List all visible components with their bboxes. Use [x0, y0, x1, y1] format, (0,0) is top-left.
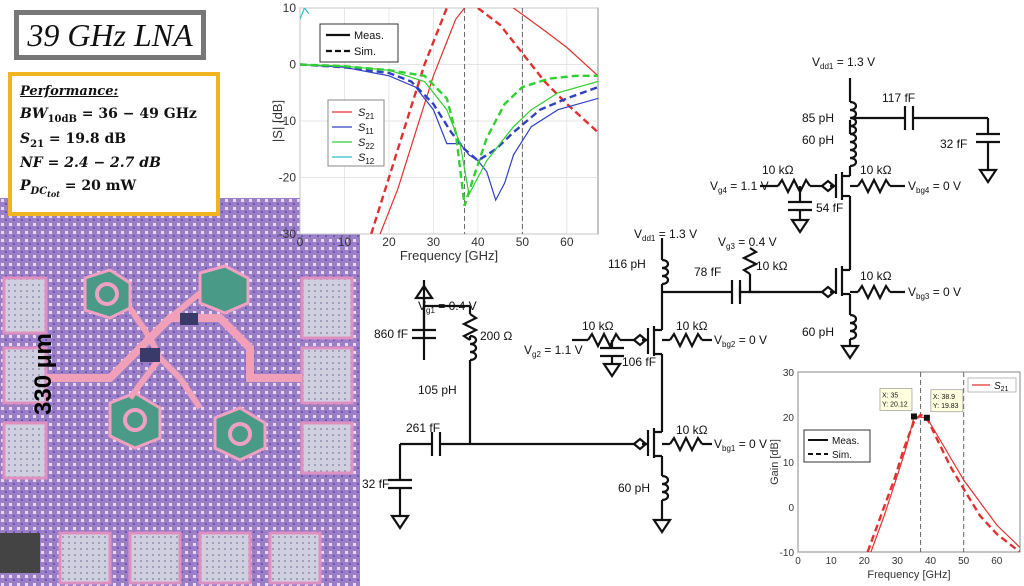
- series-s21-meas: [379, 8, 598, 234]
- label-vg4: Vg4 = 1.1 V: [710, 179, 769, 195]
- data-tip-x: X: 38.9: [933, 394, 955, 401]
- label-vdd1-top: Vdd1 = 1.3 V: [812, 55, 875, 71]
- x-tick-label: 10: [338, 235, 352, 249]
- legend-sim-label: Sim.: [832, 450, 852, 461]
- y-tick-label: 20: [783, 413, 795, 424]
- x-axis-label: Frequency [GHz]: [400, 248, 498, 263]
- label-c-78: 78 fF: [694, 265, 721, 279]
- x-tick-label: 0: [795, 556, 801, 567]
- label-vbg4: Vbg4 = 0 V: [908, 179, 961, 195]
- y-tick-label: 30: [783, 368, 795, 379]
- x-tick-label: 30: [892, 556, 904, 567]
- legend-meas-label: Meas.: [832, 436, 859, 447]
- y-tick-label: -10: [279, 114, 297, 128]
- series-s12-meas: [300, 8, 310, 20]
- label-l-116: 116 pH: [608, 257, 646, 271]
- series-s11-sim: [300, 63, 598, 163]
- data-tip-marker: [910, 413, 917, 420]
- label-l-60c: 60 pH: [618, 481, 650, 495]
- x-axis-label: Frequency [GHz]: [867, 569, 950, 581]
- data-tip-y: Y: 20.12: [882, 401, 908, 408]
- y-tick-label: 0: [788, 503, 794, 514]
- perf-gain: S21 = 19.8 dB: [20, 130, 127, 150]
- y-tick-label: 10: [283, 1, 297, 15]
- data-tip-y: Y: 19.83: [933, 403, 959, 410]
- legend-meas-label: Meas.: [354, 30, 384, 42]
- x-tick-label: 20: [382, 235, 396, 249]
- series-s21-sim: [370, 8, 448, 234]
- label-vg1: Vg1 = 0.4 V: [418, 299, 477, 315]
- style-legend: [319, 23, 399, 63]
- y-axis-label: Gain [dB]: [770, 439, 781, 485]
- chip-die-photo: [0, 198, 360, 586]
- label-c-117: 117 fF: [882, 91, 915, 105]
- data-tip-box: [879, 388, 913, 411]
- label-r-200: 200 Ω: [480, 329, 512, 343]
- x-tick-label: 40: [925, 556, 937, 567]
- lna-schematic: Vdd1 = 1.3 V 85 pH 117 fF 32 fF 60 pH 10…: [362, 55, 1000, 534]
- label-c-106: 106 fF: [622, 355, 656, 369]
- y-tick-label: 0: [289, 58, 296, 72]
- performance-heading: Performance:: [20, 84, 119, 99]
- label-r-10k-g2: 10 kΩ: [582, 319, 614, 333]
- y-tick-label: -30: [279, 227, 297, 241]
- label-c-261: 261 fF: [406, 421, 440, 435]
- x-tick-label: 60: [991, 556, 1003, 567]
- series-legend: [967, 377, 1017, 393]
- label-c-860: 860 fF: [374, 327, 408, 341]
- series-legend: [327, 99, 385, 167]
- label-r-10k-bg3: 10 kΩ: [860, 269, 892, 283]
- performance-box: Performance: BW10dB = 36 − 49 GHz S21 = …: [8, 72, 220, 216]
- label-vg3: Vg3 = 0.4 V: [718, 235, 777, 251]
- label-l-60b: 60 pH: [802, 325, 834, 339]
- data-tip-box: [930, 389, 964, 413]
- perf-bandwidth: BW10dB = 36 − 49 GHz: [20, 105, 197, 125]
- die-layout-image: [0, 198, 360, 586]
- label-r-10k-g4: 10 kΩ: [762, 163, 794, 177]
- x-tick-label: 40: [471, 235, 485, 249]
- label-vbg1: Vbg1 = 0 V: [714, 437, 767, 453]
- label-vbg3: Vbg3 = 0 V: [908, 285, 961, 301]
- data-tip-marker: [923, 414, 930, 421]
- label-vg2: Vg2 = 1.1 V: [524, 343, 583, 359]
- label-c-32b: 32 fF: [362, 477, 389, 491]
- title-text: 39 GHz LNA: [27, 16, 193, 53]
- perf-noise-figure: NF = 2.4 − 2.7 dB: [20, 155, 161, 172]
- series-s22-meas: [300, 63, 598, 197]
- y-axis-label: |S| [dB]: [270, 100, 285, 142]
- x-tick-label: 10: [826, 556, 838, 567]
- x-tick-label: 20: [859, 556, 871, 567]
- series-s21-sim: [477, 8, 598, 134]
- label-r-10k-bg2: 10 kΩ: [676, 319, 708, 333]
- x-tick-label: 50: [516, 235, 530, 249]
- x-tick-label: 0: [297, 235, 304, 249]
- label-l-60a: 60 pH: [802, 133, 834, 147]
- series-s21-meas: [870, 415, 1020, 552]
- page-title: 39 GHz LNA: [14, 10, 206, 60]
- label-l-105: 105 pH: [418, 383, 457, 397]
- y-tick-label: -10: [780, 548, 795, 559]
- label-l-85: 85 pH: [802, 111, 834, 125]
- label-r-10k-g3: 10 kΩ: [756, 259, 788, 273]
- series-s22-sim: [300, 63, 598, 207]
- perf-power: PDCtot = 20 mW: [20, 177, 137, 199]
- x-tick-label: 60: [560, 235, 574, 249]
- style-legend: [803, 429, 871, 463]
- x-tick-label: 30: [427, 235, 441, 249]
- die-dimension-label: 330 µm: [30, 333, 57, 415]
- x-tick-label: 50: [958, 556, 970, 567]
- y-tick-label: -20: [279, 171, 297, 185]
- legend-sim-label: Sim.: [354, 46, 376, 58]
- y-tick-label: 10: [783, 458, 795, 469]
- label-r-10k-bg1: 10 kΩ: [676, 423, 708, 437]
- label-c-54: 54 fF: [816, 201, 843, 215]
- label-vbg2: Vbg2 = 0 V: [714, 333, 767, 349]
- label-r-10k-bg4: 10 kΩ: [860, 163, 892, 177]
- data-tip-x: X: 35: [882, 392, 898, 399]
- label-c-32a: 32 fF: [940, 137, 967, 151]
- label-vdd1-mid: Vdd1 = 1.3 V: [634, 227, 697, 243]
